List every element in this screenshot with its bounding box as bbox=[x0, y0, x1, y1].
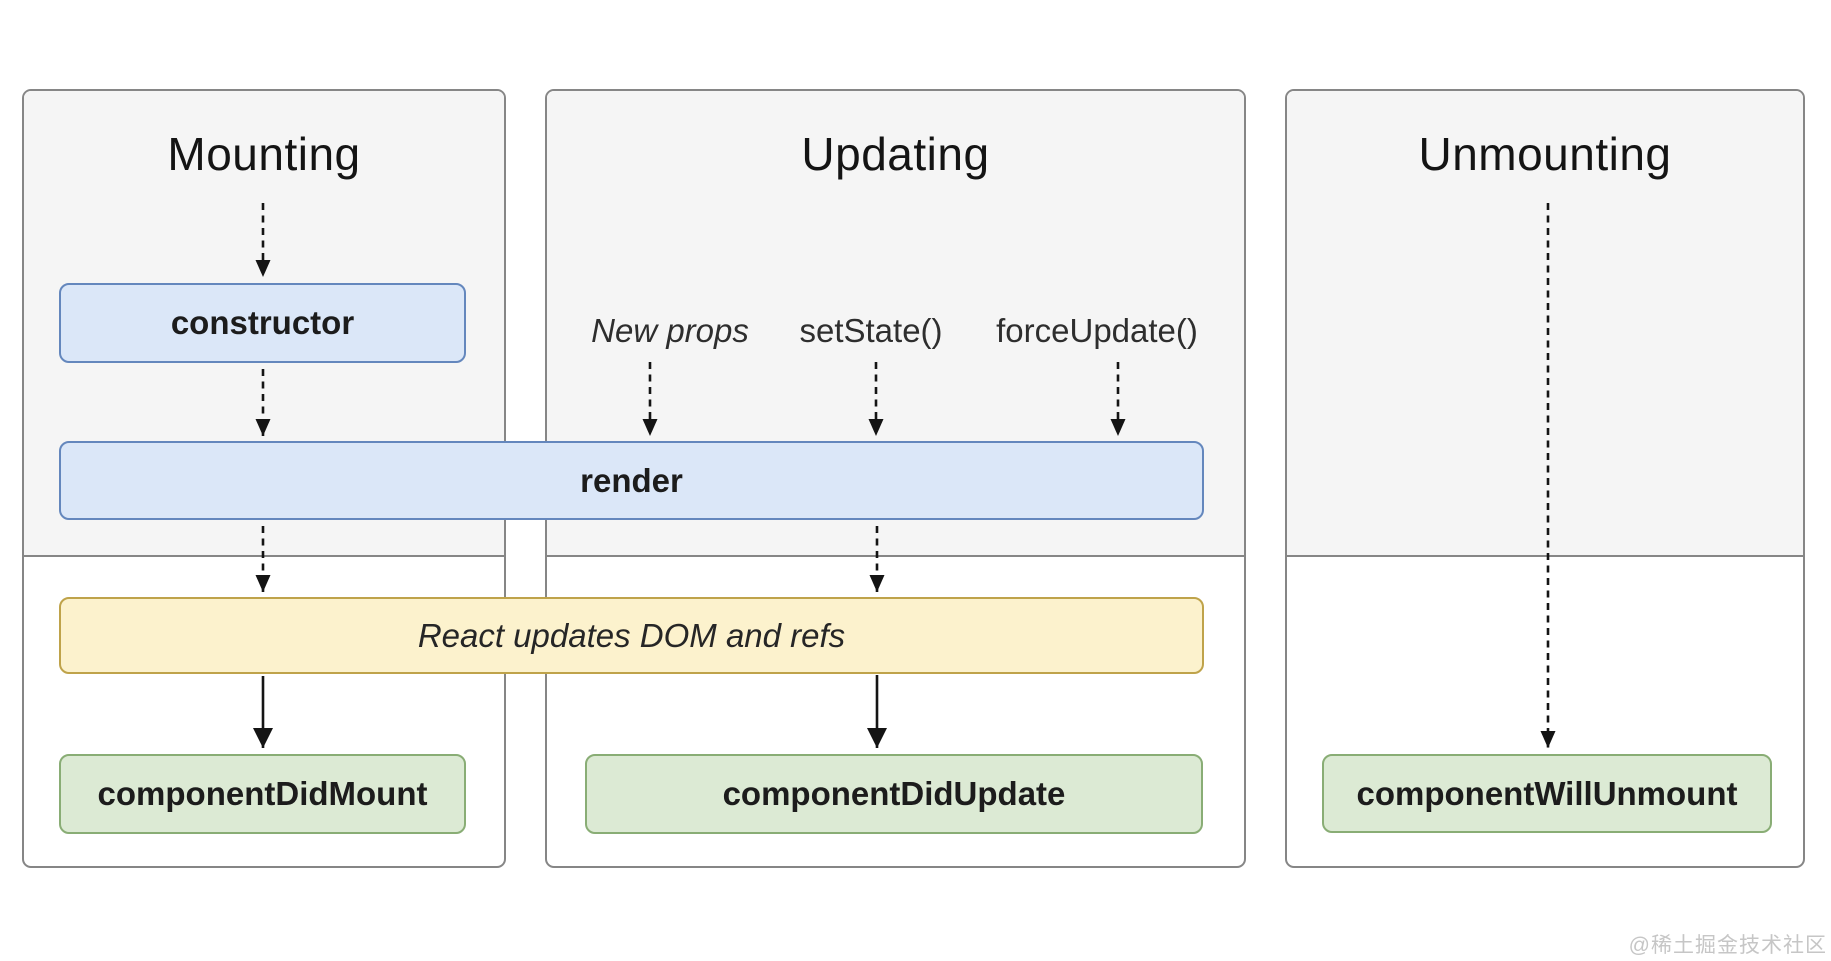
box-render: render bbox=[59, 441, 1204, 520]
column-title-unmounting: Unmounting bbox=[1418, 128, 1672, 180]
watermark-juejin: @稀土掘金技术社区 bbox=[1628, 934, 1827, 957]
box-react-updates-dom: React updates DOM and refs bbox=[59, 597, 1204, 674]
column-title-updating: Updating bbox=[801, 128, 990, 180]
box-component-did-mount: componentDidMount bbox=[59, 754, 466, 834]
box-component-will-unmount: componentWillUnmount bbox=[1322, 754, 1772, 833]
box-constructor: constructor bbox=[59, 283, 466, 363]
column-title-mounting: Mounting bbox=[167, 128, 361, 180]
box-component-did-update: componentDidUpdate bbox=[585, 754, 1203, 834]
label-set-state: setState() bbox=[799, 312, 943, 349]
panel-unmounting: Unmounting bbox=[1285, 89, 1805, 868]
render-phase-background-unmounting bbox=[1287, 91, 1803, 557]
label-force-update: forceUpdate() bbox=[996, 312, 1198, 349]
label-new-props: New props bbox=[591, 312, 749, 349]
